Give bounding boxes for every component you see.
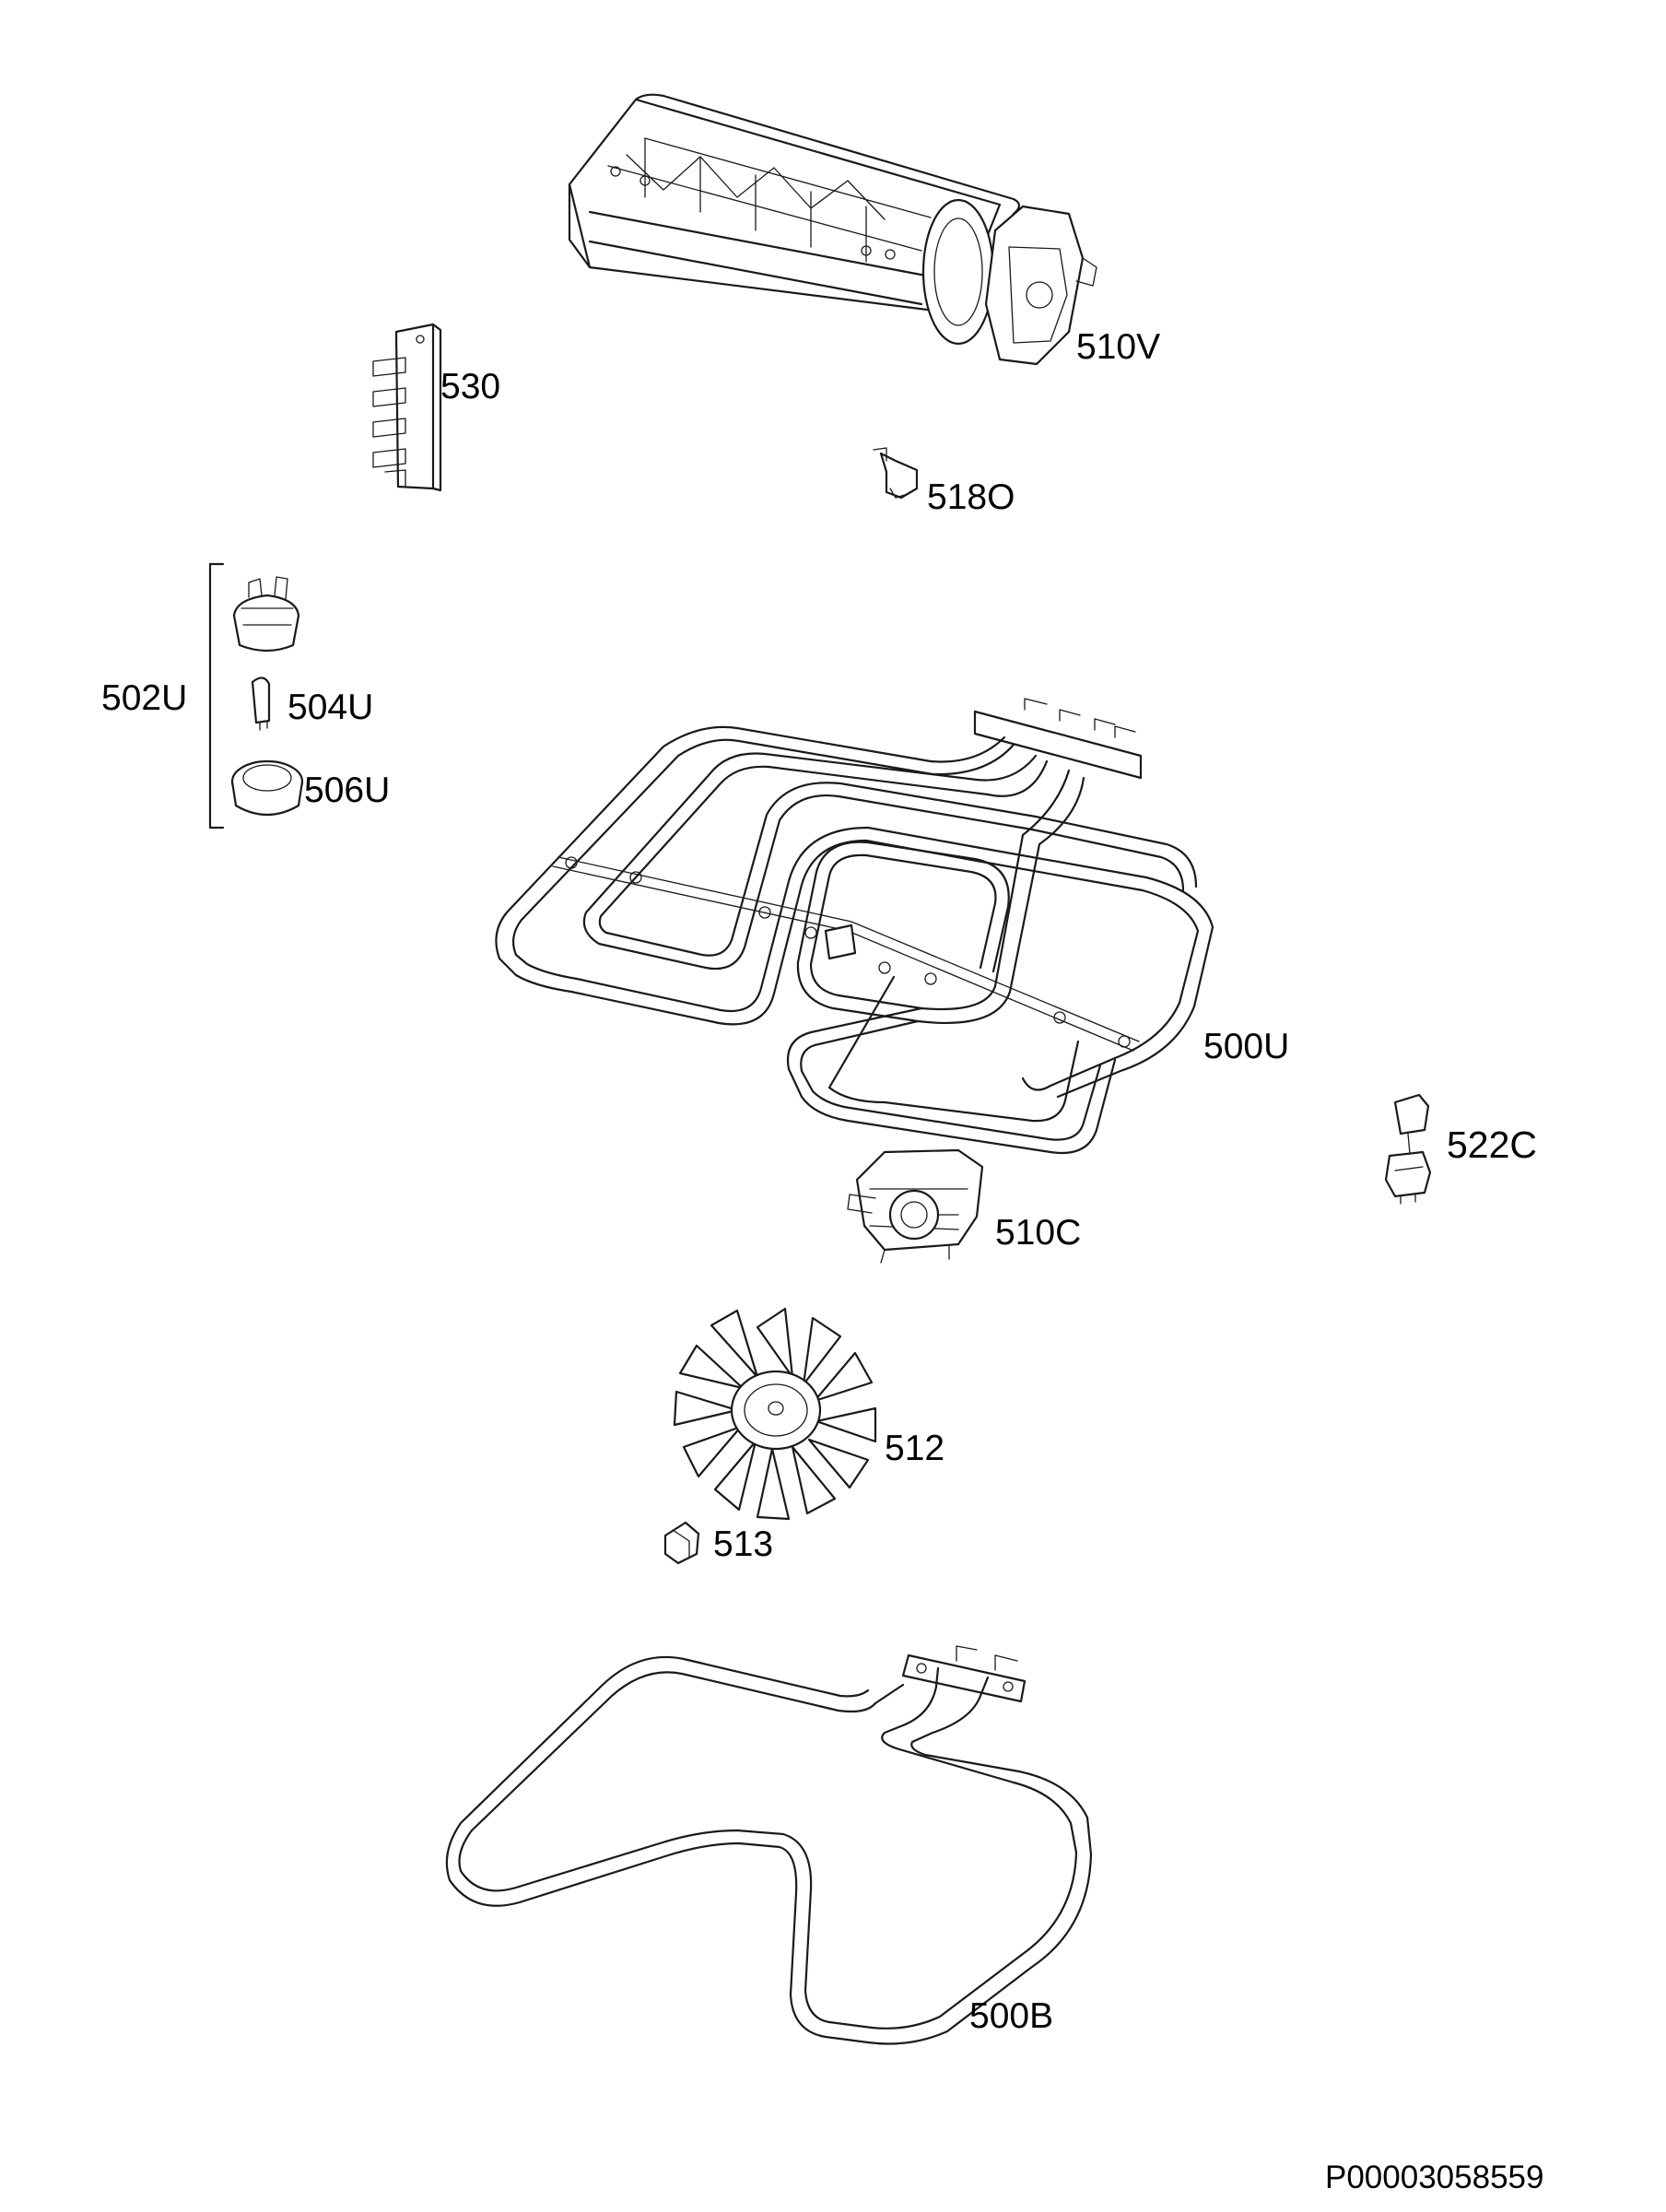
label-500u: 500U <box>1203 1027 1290 1066</box>
document-reference: P00003058559 <box>1325 2159 1544 2195</box>
label-510v: 510V <box>1076 327 1161 367</box>
label-502u: 502U <box>101 678 188 718</box>
label-518o: 518O <box>927 477 1015 517</box>
label-512: 512 <box>885 1429 945 1468</box>
label-513: 513 <box>713 1524 774 1564</box>
label-506u: 506U <box>304 771 391 810</box>
label-530: 530 <box>440 367 501 406</box>
label-504u: 504U <box>287 688 374 727</box>
label-500b: 500B <box>969 1996 1054 2036</box>
label-510c: 510C <box>995 1213 1082 1253</box>
label-522c: 522C <box>1447 1124 1538 1166</box>
